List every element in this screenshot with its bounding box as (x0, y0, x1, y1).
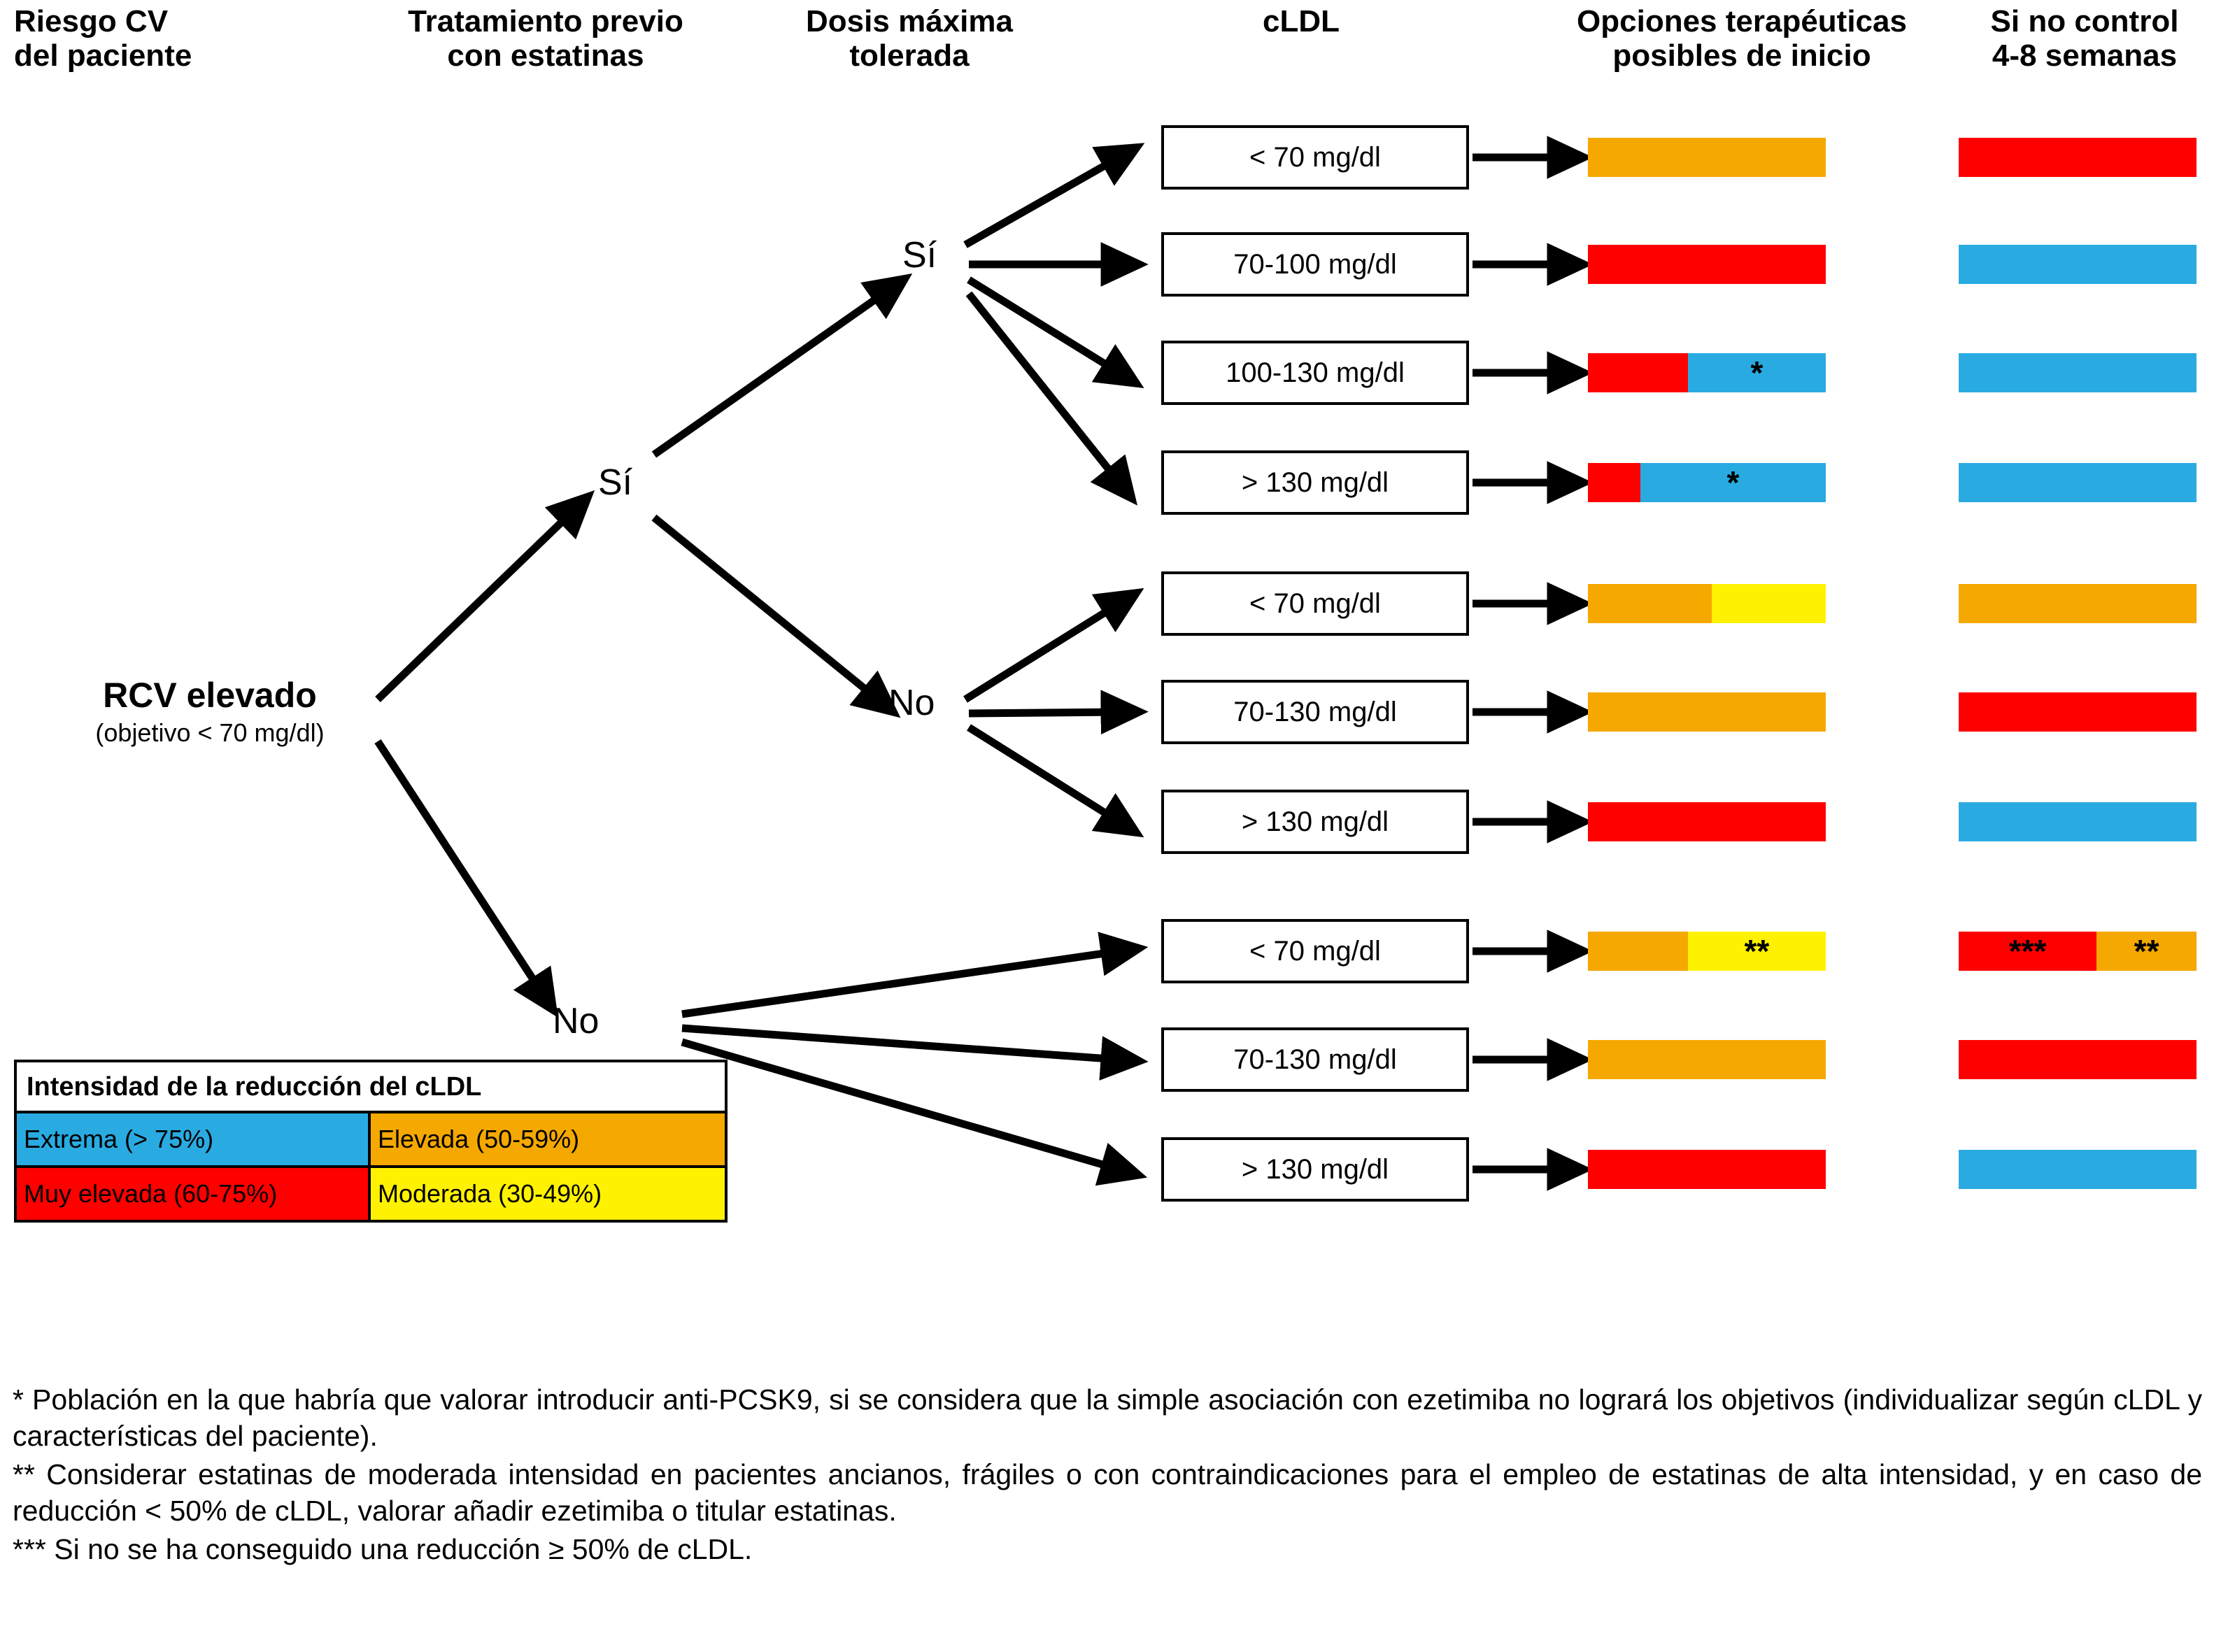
footnote-2: ** Considerar estatinas de moderada inte… (13, 1458, 2202, 1528)
therapeutic-option-bar-footnote-marker: ** (1744, 933, 1770, 969)
legend-cell-very-high: Muy elevada (60-75%) (17, 1168, 371, 1220)
column-header-therapeutic-options-line2: posibles de inicio (1612, 38, 1871, 73)
column-header-therapeutic-options-line1: Opciones terapéuticas (1577, 4, 1907, 38)
legend-cell-moderate: Moderada (30-49%) (371, 1168, 725, 1220)
if-no-control-bar (1959, 1040, 2197, 1079)
therapeutic-option-bar (1588, 245, 1826, 284)
therapeutic-option-bar: * (1588, 353, 1826, 392)
column-header-therapeutic-options: Opciones terapéuticas posibles de inicio (1560, 4, 1924, 73)
therapeutic-option-bar: ** (1588, 932, 1826, 971)
branch-label-max-dose-yes: Sí (902, 235, 937, 276)
if-no-control-bar-footnote-marker: ** (2134, 933, 2159, 969)
column-header-if-no-control-line2: 4-8 semanas (1992, 38, 2178, 73)
column-header-if-no-control-line1: Si no control (1990, 4, 2179, 38)
column-header-risk-line2: del paciente (14, 38, 192, 73)
therapeutic-option-bar-segment (1588, 584, 1712, 623)
if-no-control-bar-footnote-marker: *** (2008, 933, 2047, 969)
cldl-box: > 130 mg/dl (1161, 1137, 1469, 1202)
column-header-risk-line1: Riesgo CV (14, 4, 169, 38)
column-header-max-dose-line2: tolerada (849, 38, 970, 73)
if-no-control-bar-segment (1959, 245, 2197, 284)
column-header-max-dose-line1: Dosis máxima (806, 4, 1013, 38)
therapeutic-option-bar-segment: ** (1687, 932, 1826, 971)
therapeutic-option-bar-footnote-marker: * (1750, 355, 1764, 391)
if-no-control-bar-segment (1959, 692, 2197, 732)
if-no-control-bar: ***** (1959, 932, 2197, 971)
if-no-control-bar (1959, 245, 2197, 284)
therapeutic-option-bar-segment (1588, 692, 1826, 732)
therapeutic-option-bar (1588, 802, 1826, 841)
if-no-control-bar (1959, 353, 2197, 392)
root-node-label: RCV elevado (103, 676, 317, 715)
if-no-control-bar-segment: ** (2096, 932, 2197, 971)
column-header-if-no-control: Si no control 4-8 semanas (1959, 4, 2211, 73)
if-no-control-bar-segment (1959, 802, 2197, 841)
therapeutic-option-bar-segment (1588, 353, 1688, 392)
therapeutic-option-bar-segment (1588, 932, 1688, 971)
therapeutic-option-bar-segment (1588, 463, 1640, 502)
therapeutic-option-bar (1588, 584, 1826, 623)
therapeutic-option-bar: * (1588, 463, 1826, 502)
column-header-risk: Riesgo CV del paciente (14, 4, 280, 73)
therapeutic-option-bar-segment: * (1640, 463, 1826, 502)
therapeutic-option-bar-segment (1588, 1150, 1826, 1189)
root-node-high-cv-risk: RCV elevado (objetivo < 70 mg/dl) (28, 675, 392, 748)
legend-cldl-reduction-intensity: Intensidad de la reducción del cLDL Extr… (14, 1060, 728, 1223)
column-header-previous-treatment-line1: Tratamiento previo (408, 4, 683, 38)
if-no-control-bar-segment (1959, 1040, 2197, 1079)
root-node-sublabel: (objetivo < 70 mg/dl) (95, 718, 325, 747)
therapeutic-option-bar-segment (1588, 1040, 1826, 1079)
footnote-1: * Población en la que habría que valorar… (13, 1383, 2202, 1453)
cldl-box: < 70 mg/dl (1161, 919, 1469, 983)
therapeutic-option-bar-segment (1588, 245, 1826, 284)
therapeutic-option-bar-segment (1588, 802, 1826, 841)
if-no-control-bar-segment (1959, 353, 2197, 392)
if-no-control-bar-segment (1959, 463, 2197, 502)
cldl-box: < 70 mg/dl (1161, 125, 1469, 190)
if-no-control-bar (1959, 692, 2197, 732)
footnotes: * Población en la que habría que valorar… (13, 1381, 2202, 1569)
if-no-control-bar (1959, 463, 2197, 502)
footnote-3: *** Si no se ha conseguido una reducción… (13, 1532, 753, 1565)
therapeutic-option-bar-segment (1588, 138, 1826, 177)
cldl-box: 100-130 mg/dl (1161, 341, 1469, 405)
legend-title: Intensidad de la reducción del cLDL (17, 1062, 725, 1113)
column-header-cldl: cLDL (1263, 4, 1340, 38)
if-no-control-bar-segment (1959, 584, 2197, 623)
branch-label-previous-statins-no: No (553, 1001, 599, 1041)
therapeutic-option-bar (1588, 138, 1826, 177)
if-no-control-bar-segment (1959, 138, 2197, 177)
cldl-box: < 70 mg/dl (1161, 571, 1469, 636)
cldl-box: 70-130 mg/dl (1161, 680, 1469, 744)
if-no-control-bar (1959, 584, 2197, 623)
therapeutic-option-bar (1588, 692, 1826, 732)
if-no-control-bar-segment (1959, 1150, 2197, 1189)
if-no-control-bar-segment: *** (1959, 932, 2097, 971)
if-no-control-bar (1959, 802, 2197, 841)
cldl-box: > 130 mg/dl (1161, 450, 1469, 515)
legend-cell-high: Elevada (50-59%) (371, 1113, 725, 1168)
therapeutic-option-bar-footnote-marker: * (1726, 464, 1740, 501)
if-no-control-bar (1959, 1150, 2197, 1189)
therapeutic-option-bar-segment (1711, 584, 1826, 623)
legend-cell-extreme: Extrema (> 75%) (17, 1113, 371, 1168)
therapeutic-option-bar (1588, 1040, 1826, 1079)
cldl-box: 70-130 mg/dl (1161, 1027, 1469, 1092)
column-header-max-dose: Dosis máxima tolerada (769, 4, 1049, 73)
therapeutic-option-bar (1588, 1150, 1826, 1189)
column-header-previous-treatment-line2: con estatinas (447, 38, 644, 73)
therapeutic-option-bar-segment: * (1687, 353, 1826, 392)
branch-label-max-dose-no: No (888, 683, 935, 723)
cldl-box: > 130 mg/dl (1161, 790, 1469, 854)
column-header-previous-treatment: Tratamiento previo con estatinas (364, 4, 728, 73)
if-no-control-bar (1959, 138, 2197, 177)
cldl-box: 70-100 mg/dl (1161, 232, 1469, 297)
branch-label-previous-statins-yes: Sí (598, 462, 633, 503)
